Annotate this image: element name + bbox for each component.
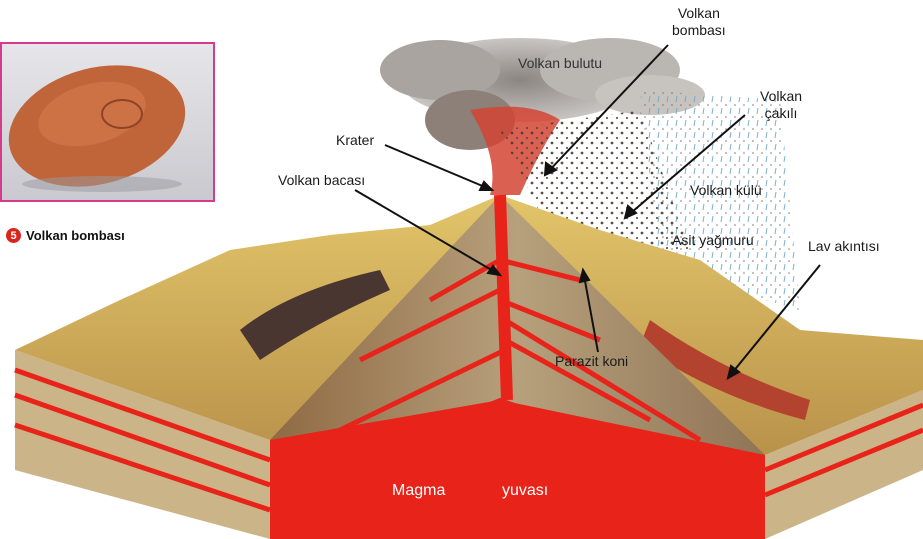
label-volkan-cakili-line1: Volkan xyxy=(760,88,802,105)
label-yuvasi: yuvası xyxy=(502,482,548,499)
label-parazit-koni: Parazit koni xyxy=(555,353,628,370)
label-volkan-cakili-line2: çakılı xyxy=(760,105,802,122)
label-krater: Krater xyxy=(336,132,374,149)
label-lav-akintisi: Lav akıntısı xyxy=(808,238,880,255)
label-volkan-bacasi: Volkan bacası xyxy=(278,172,365,189)
label-asit-yagmuru: Asit yağmuru xyxy=(672,232,754,249)
label-volkan-bombasi-line1: Volkan xyxy=(672,5,726,22)
inset-caption: 5 Volkan bombası xyxy=(6,228,125,243)
volcanic-bomb-image xyxy=(2,44,213,200)
inset-caption-text: Volkan bombası xyxy=(26,228,125,243)
label-volkan-bulutu: Volkan bulutu xyxy=(518,55,602,72)
volcanic-bomb-photo xyxy=(0,42,215,202)
label-volkan-kulu: Volkan külü xyxy=(690,182,762,199)
label-volkan-bombasi: Volkan bombası xyxy=(672,5,726,39)
label-volkan-cakili: Volkan çakılı xyxy=(760,88,802,122)
label-magma: Magma xyxy=(392,482,445,499)
figure-number-badge: 5 xyxy=(6,228,21,243)
label-volkan-bombasi-line2: bombası xyxy=(672,22,726,39)
